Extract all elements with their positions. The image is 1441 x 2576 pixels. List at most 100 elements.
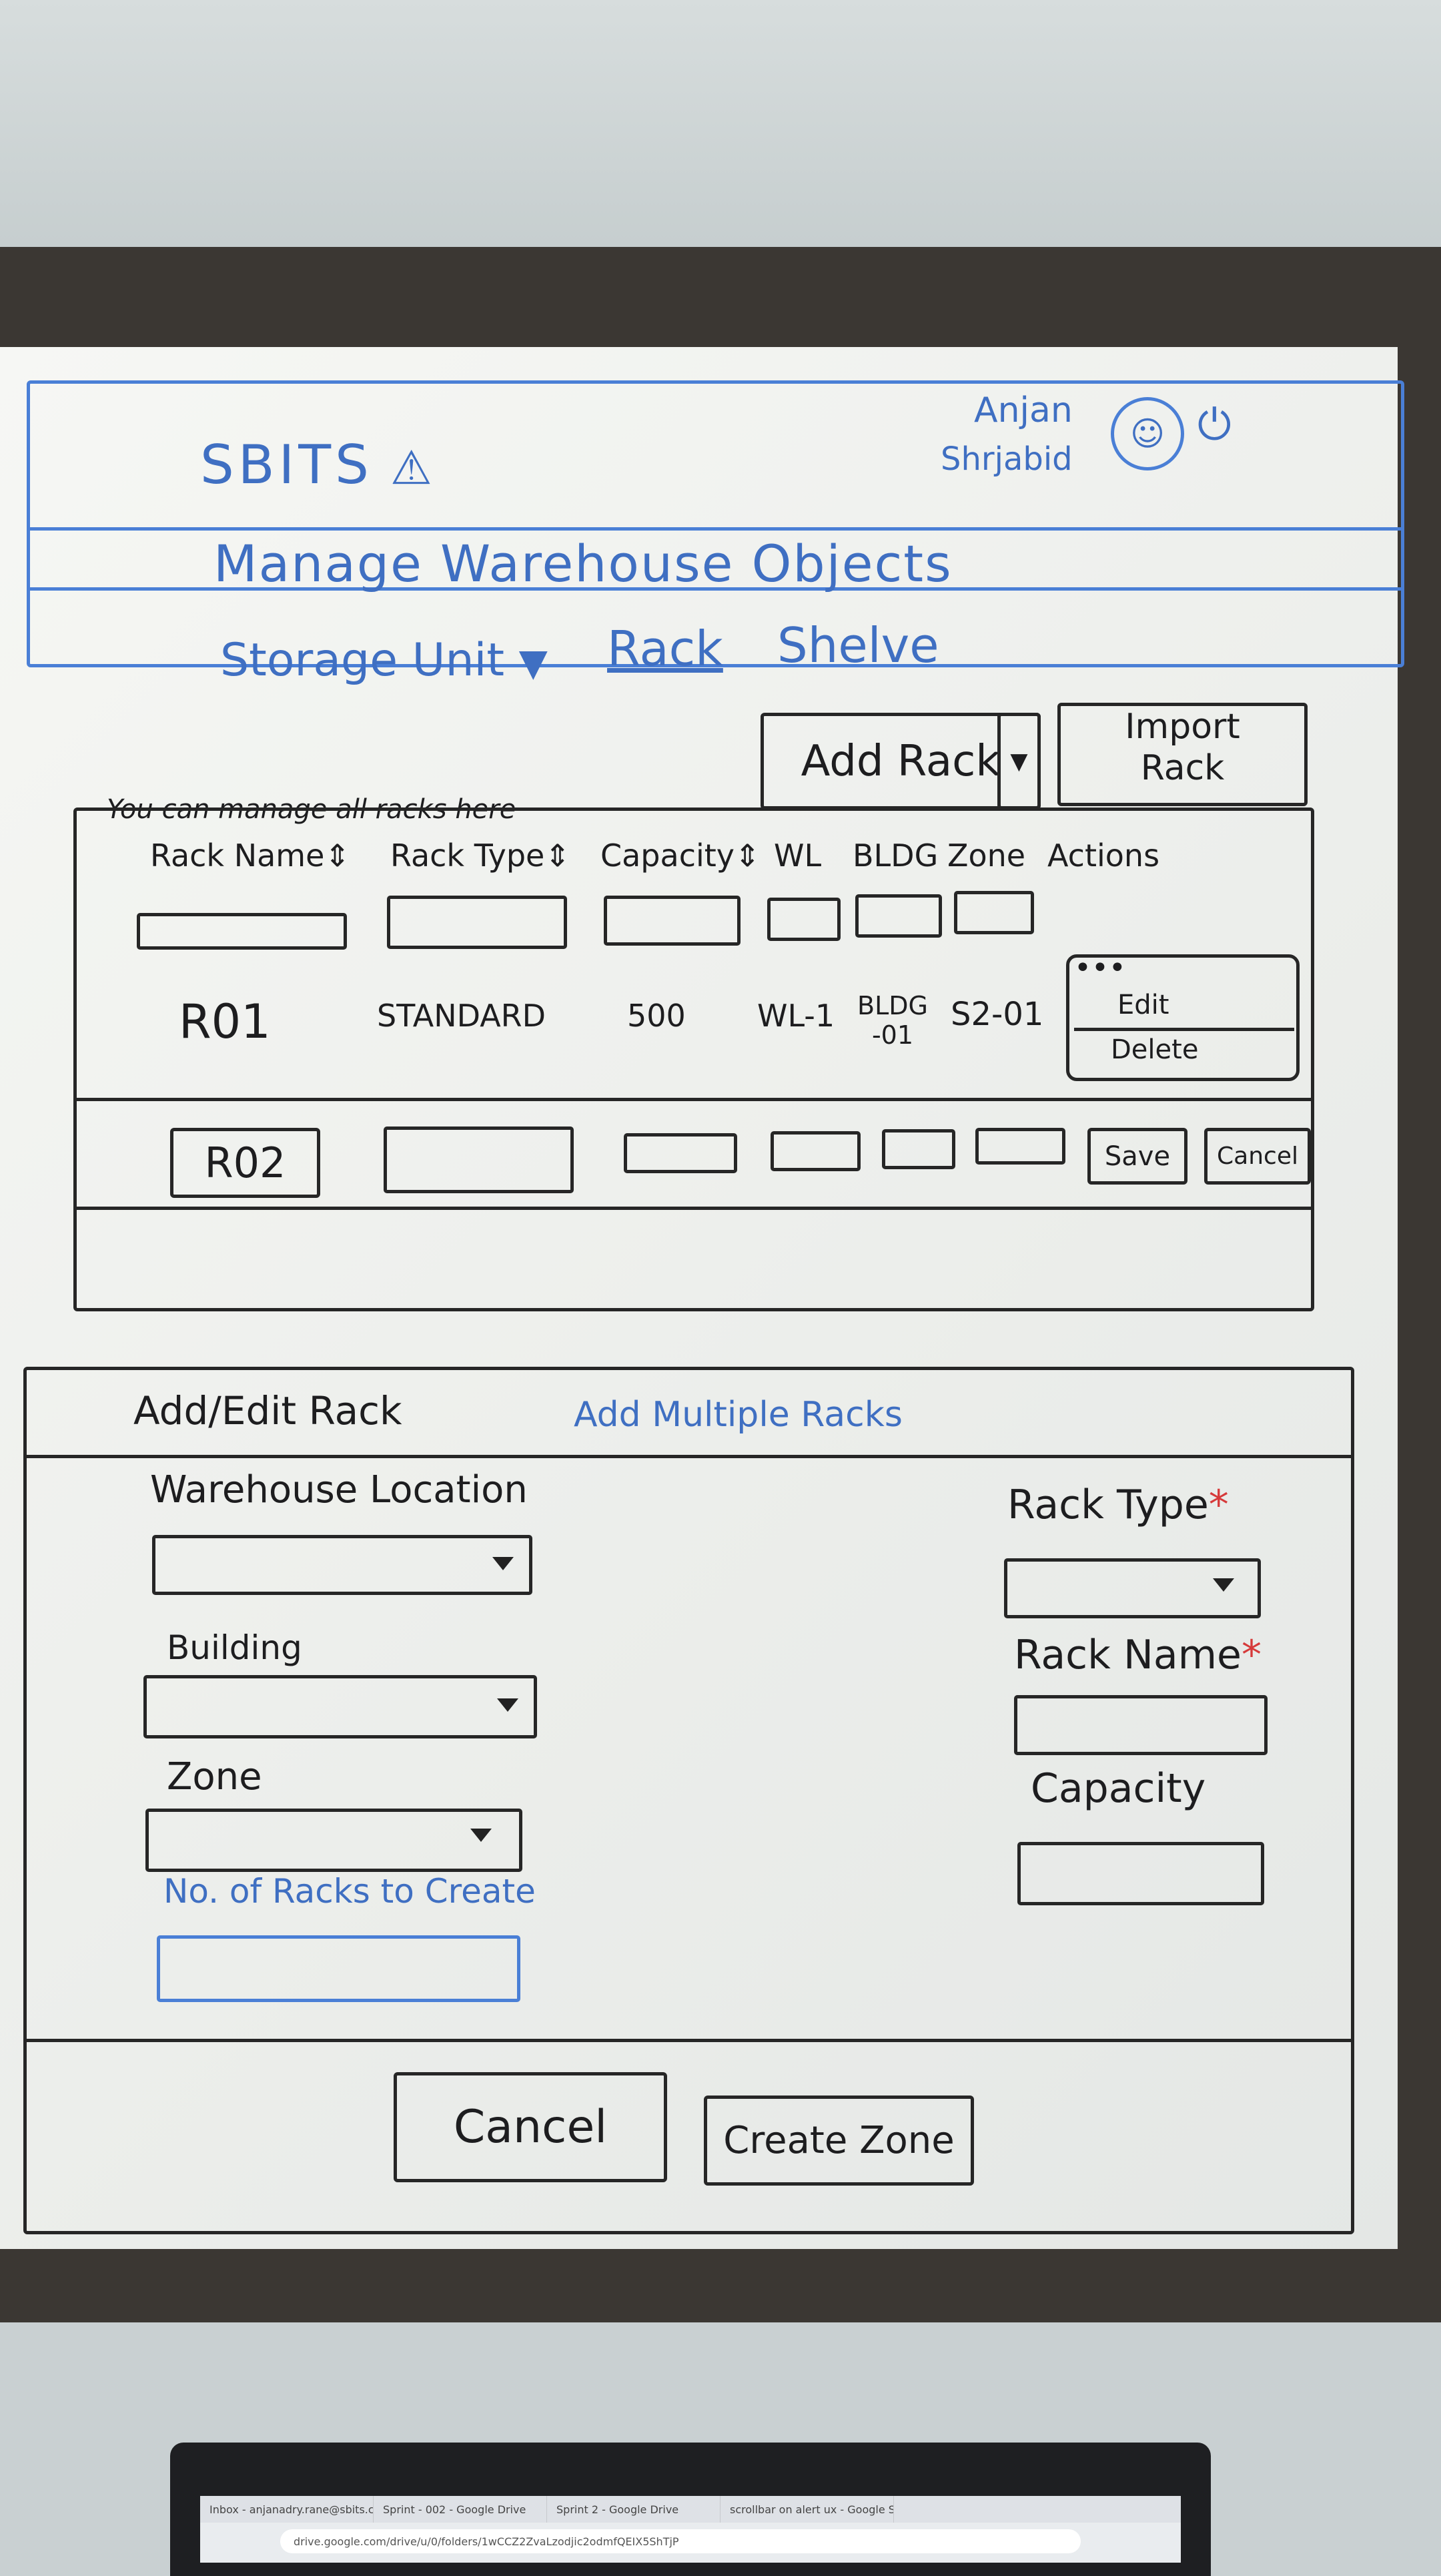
rack-type-label-text: Rack Type — [1007, 1482, 1209, 1528]
chevron-down-icon — [470, 1829, 492, 1842]
sort-icon: ⇕ — [324, 838, 350, 874]
rack-type-select[interactable] — [1004, 1558, 1261, 1618]
cancel-label: Cancel — [453, 2101, 608, 2154]
col-header-wl[interactable]: WL — [774, 838, 822, 874]
brand-name[interactable]: SBITS — [200, 434, 373, 496]
form-tab-divider — [23, 1455, 1351, 1458]
row-actions-menu — [1066, 954, 1300, 1081]
nav-storage-unit[interactable]: Storage Unit ▼ — [220, 634, 548, 687]
filter-bldg[interactable] — [855, 894, 942, 938]
filter-rack-type[interactable] — [387, 896, 567, 949]
row1-wl: WL-1 — [757, 998, 835, 1034]
user-name[interactable]: Anjan — [974, 390, 1073, 430]
zone-label: Zone — [167, 1755, 262, 1799]
col-header-label: Rack Type — [390, 838, 545, 874]
zone-select[interactable] — [145, 1809, 522, 1872]
rack-name-input[interactable] — [1014, 1695, 1268, 1755]
num-racks-input[interactable] — [157, 1935, 520, 2002]
sort-icon: ⇕ — [544, 838, 570, 874]
col-header-rack-type[interactable]: Rack Type⇕ — [390, 838, 570, 874]
user-avatar-icon[interactable]: ☺ — [1111, 397, 1184, 470]
col-header-label: Rack Name — [150, 838, 325, 874]
capacity-input[interactable] — [1017, 1842, 1264, 1905]
create-label: Create Zone — [723, 2119, 955, 2162]
col-header-rack-name[interactable]: Rack Name⇕ — [150, 838, 350, 874]
user-name-line2[interactable]: Shrjabid — [941, 440, 1073, 478]
chevron-down-icon: ▼ — [1010, 747, 1028, 775]
row2-zone-input[interactable] — [975, 1128, 1065, 1165]
add-rack-dropdown[interactable]: ▼ — [997, 713, 1041, 810]
browser-address-bar[interactable]: drive.google.com/drive/u/0/folders/1wCCZ… — [280, 2529, 1081, 2553]
chevron-down-icon — [1213, 1578, 1234, 1592]
row1-capacity: 500 — [627, 998, 686, 1034]
nav-rack[interactable]: Rack — [607, 621, 723, 677]
page-title: Manage Warehouse Objects — [213, 534, 953, 593]
cancel-row-button[interactable]: Cancel — [1204, 1128, 1311, 1185]
cancel-row-label: Cancel — [1217, 1143, 1298, 1170]
row2-wl-input[interactable] — [771, 1131, 861, 1171]
logout-icon[interactable]: ⏻ — [1197, 400, 1232, 450]
app-header — [27, 380, 1404, 667]
rack-form-panel — [23, 1367, 1354, 2234]
rack-type-label: Rack Type* — [1007, 1482, 1229, 1528]
warehouse-location-select[interactable] — [152, 1535, 532, 1595]
save-button[interactable]: Save — [1087, 1128, 1187, 1185]
table-divider — [73, 1207, 1311, 1210]
chevron-down-icon — [497, 1698, 518, 1712]
save-label: Save — [1104, 1141, 1171, 1172]
header-divider — [27, 587, 1401, 591]
col-header-label: Capacity — [600, 838, 735, 874]
rack-name-label: Rack Name* — [1014, 1632, 1262, 1678]
wall-background — [0, 0, 1441, 280]
form-footer-divider — [23, 2039, 1351, 2042]
chevron-down-icon — [492, 1557, 514, 1570]
edit-menu-item[interactable]: Edit — [1117, 990, 1169, 1020]
num-racks-label: No. of Racks to Create — [163, 1872, 536, 1911]
brand-logo-icon[interactable]: ⚠ — [390, 440, 432, 495]
col-header-bldg[interactable]: BLDG — [853, 838, 939, 874]
nav-shelve[interactable]: Shelve — [777, 617, 939, 673]
row1-rack-name: R01 — [179, 994, 271, 1049]
col-header-actions: Actions — [1047, 838, 1160, 874]
browser-tab[interactable]: Sprint - 002 - Google Drive — [374, 2496, 547, 2523]
row2-rack-name-value: R02 — [204, 1139, 286, 1187]
warehouse-location-label: Warehouse Location — [150, 1468, 528, 1512]
row2-rack-name-input[interactable]: R02 — [170, 1128, 320, 1198]
row1-rack-type: STANDARD — [377, 998, 546, 1034]
capacity-label: Capacity — [1031, 1765, 1206, 1812]
menu-divider — [1074, 1028, 1294, 1031]
building-label: Building — [167, 1628, 302, 1667]
row2-capacity-input[interactable] — [624, 1133, 737, 1173]
browser-tab[interactable]: Inbox - anjanadry.rane@sbits.co — [200, 2496, 374, 2523]
row2-bldg-input[interactable] — [882, 1129, 955, 1169]
cancel-button[interactable]: Cancel — [394, 2072, 667, 2182]
filter-zone[interactable] — [954, 891, 1034, 934]
row1-bldg: BLDG-01 — [857, 991, 928, 1050]
filter-wl[interactable] — [767, 898, 841, 941]
row1-bldg-line1: BLDG — [857, 991, 928, 1020]
tab-add-multiple-racks[interactable]: Add Multiple Racks — [574, 1395, 903, 1435]
browser-tab[interactable]: Sprint 2 - Google Drive — [547, 2496, 720, 2523]
create-button[interactable]: Create Zone — [704, 2096, 974, 2186]
racks-table — [73, 808, 1314, 1311]
rack-name-label-text: Rack Name — [1014, 1632, 1242, 1678]
building-select[interactable] — [143, 1675, 537, 1738]
row1-zone: S2-01 — [951, 996, 1044, 1033]
filter-rack-name[interactable] — [137, 913, 347, 950]
more-options-icon[interactable]: ••• — [1074, 951, 1126, 985]
import-label-1: Import — [1125, 707, 1240, 747]
header-divider — [27, 527, 1401, 531]
sort-icon: ⇕ — [735, 838, 761, 874]
delete-menu-item[interactable]: Delete — [1111, 1034, 1199, 1065]
tab-add-edit-rack[interactable]: Add/Edit Rack — [133, 1388, 402, 1433]
col-header-capacity[interactable]: Capacity⇕ — [600, 838, 761, 874]
table-divider — [73, 1098, 1311, 1101]
col-header-zone[interactable]: Zone — [947, 838, 1026, 874]
filter-capacity[interactable] — [604, 896, 741, 946]
row2-rack-type-input[interactable] — [384, 1126, 574, 1193]
required-mark: * — [1241, 1632, 1262, 1678]
browser-tabbar: Inbox - anjanadry.rane@sbits.co Sprint -… — [200, 2496, 1181, 2523]
browser-tab[interactable]: scrollbar on alert ux - Google Se — [720, 2496, 894, 2523]
nav-storage-unit-label: Storage Unit — [220, 634, 505, 687]
